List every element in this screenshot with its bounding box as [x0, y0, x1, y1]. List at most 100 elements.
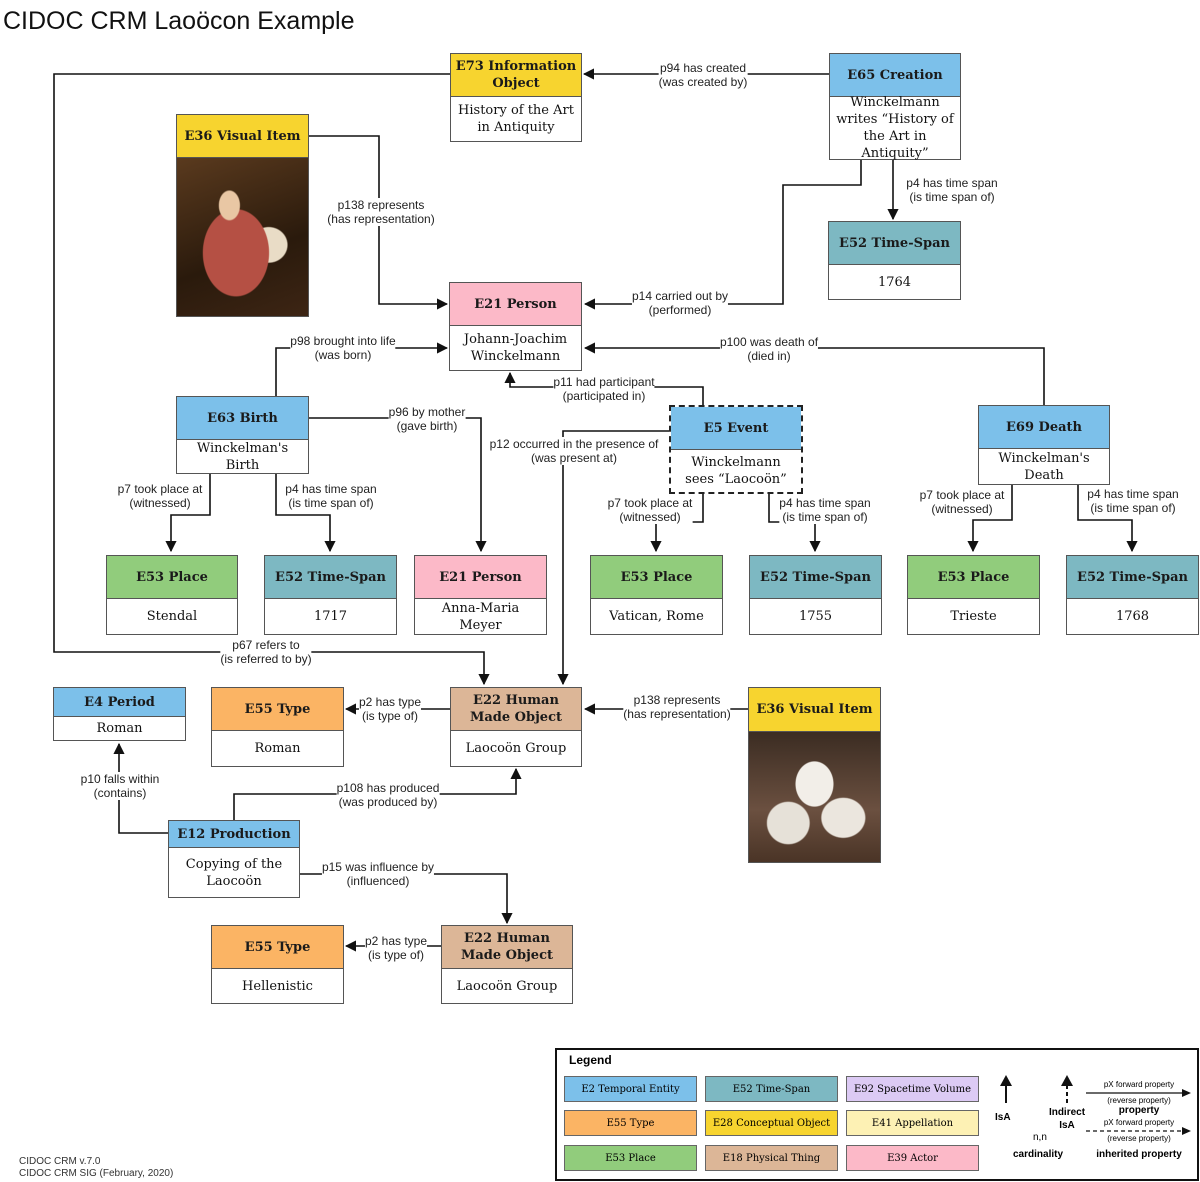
edge-label-p2b: p2 has type(is type of): [364, 934, 428, 962]
node-header: E21 Person: [415, 556, 546, 599]
node-body: History of the Art in Antiquity: [458, 103, 574, 135]
legend-item: E55 Type: [564, 1110, 697, 1136]
legend: Legend E2 Temporal Entity E52 Time-Span …: [555, 1048, 1199, 1181]
legend-rev: (reverse property): [1107, 1096, 1171, 1105]
node-e55-type-roman[interactable]: E55 Type Roman: [211, 687, 344, 767]
node-body: Laocoön Group: [456, 978, 558, 994]
node-e21-person-anna-maria-meyer[interactable]: E21 Person Anna-Maria Meyer: [414, 555, 547, 635]
legend-item: E92 Spacetime Volume: [846, 1076, 979, 1102]
node-e53-place-stendal[interactable]: E53 Place Stendal: [106, 555, 238, 635]
node-body: Winckelmann sees “Laocoön”: [685, 455, 787, 487]
node-e73-information-object[interactable]: E73 Information Object History of the Ar…: [450, 53, 582, 142]
legend-item: E41 Appellation: [846, 1110, 979, 1136]
node-e53-place-vatican[interactable]: E53 Place Vatican, Rome: [590, 555, 723, 635]
edge-label-p7e: p7 took place at(witnessed): [607, 496, 693, 524]
node-e55-type-hellenistic[interactable]: E55 Type Hellenistic: [211, 925, 344, 1004]
edge-p12: [557, 430, 669, 686]
node-e69-death[interactable]: E69 Death Winckelman's Death: [978, 405, 1110, 485]
node-e22-human-made-object-copy[interactable]: E22 Human Made Object Laocoön Group: [441, 925, 573, 1004]
edge-p14: [583, 160, 862, 310]
node-header: E22 Human Made Object: [442, 926, 572, 969]
node-header: E65 Creation: [830, 54, 960, 97]
node-e63-birth[interactable]: E63 Birth Winckelman's Birth: [176, 396, 309, 474]
legend-item: E2 Temporal Entity: [564, 1076, 697, 1102]
node-e53-place-trieste[interactable]: E53 Place Trieste: [907, 555, 1040, 635]
node-e52-time-span-1717[interactable]: E52 Time-Span 1717: [264, 555, 397, 635]
portrait-image: [177, 158, 308, 316]
edge-label-p7d: p7 took place at(witnessed): [919, 488, 1005, 516]
edge-label-p14: p14 carried out by(performed): [631, 289, 729, 317]
node-body: 1768: [1115, 609, 1150, 624]
indirect-isa-arrow-icon: [1061, 1075, 1073, 1103]
node-header: E55 Type: [212, 688, 343, 731]
node-e36-visual-item-statue[interactable]: E36 Visual Item: [748, 687, 881, 863]
edge-label-p4a: p4 has time span(is time span of): [906, 176, 998, 204]
node-body: Johann-Joachim Winckelmann: [463, 332, 568, 364]
statue-image: [749, 732, 880, 862]
node-body: Roman: [96, 721, 143, 736]
footer-sig: CIDOC CRM SIG (February, 2020): [19, 1168, 174, 1179]
node-e65-creation[interactable]: E65 Creation Winckelmann writes “History…: [829, 53, 961, 161]
legend-item: E53 Place: [564, 1145, 697, 1171]
node-body: 1755: [798, 609, 833, 624]
property-arrow-icon: [1086, 1089, 1191, 1097]
edge-label-p12: p12 occurred in the presence of(was pres…: [489, 437, 659, 465]
edge-label-p15: p15 was influence by(influenced): [321, 860, 435, 888]
legend-title: Legend: [569, 1053, 612, 1067]
node-e52-time-span-1764[interactable]: E52 Time-Span 1764: [828, 221, 961, 300]
edge-label-p4e: p4 has time span(is time span of): [779, 496, 871, 524]
edge-p67: [53, 73, 490, 686]
legend-fwd: pX forward property: [1103, 1080, 1175, 1089]
node-body: Winckelman's Birth: [196, 440, 289, 473]
node-e52-time-span-1768[interactable]: E52 Time-Span 1768: [1066, 555, 1199, 635]
edge-label-p10: p10 falls within(contains): [80, 772, 160, 800]
legend-item: E18 Physical Thing: [705, 1145, 838, 1171]
node-e5-event[interactable]: E5 Event Winckelmann sees “Laocoön”: [669, 405, 803, 494]
node-body: Trieste: [950, 609, 997, 624]
node-header: E52 Time-Span: [265, 556, 396, 599]
legend-isa: IsA: [995, 1112, 1011, 1123]
node-body: Laocoön Group: [465, 741, 567, 756]
legend-rev2: (reverse property): [1107, 1134, 1171, 1143]
node-body: Vatican, Rome: [609, 609, 704, 624]
edge-label-p7b: p7 took place at(witnessed): [117, 482, 203, 510]
legend-property: property: [1118, 1105, 1160, 1116]
node-header: E12 Production: [169, 821, 299, 848]
node-e21-person-winckelmann[interactable]: E21 Person Johann-Joachim Winckelmann: [449, 282, 582, 371]
node-e12-production[interactable]: E12 Production Copying of the Laocoön: [168, 820, 300, 898]
node-header: E53 Place: [908, 556, 1039, 599]
edge-label-p4b: p4 has time span(is time span of): [285, 482, 377, 510]
edge-label-p96: p96 by mother(gave birth): [388, 405, 466, 433]
edge-p4b: [275, 474, 336, 553]
edge-p96: [309, 417, 487, 553]
edge-label-p2a: p2 has type(is type of): [358, 695, 422, 723]
node-e4-period[interactable]: E4 Period Roman: [53, 687, 186, 741]
node-header: E22 Human Made Object: [451, 688, 581, 731]
edge-label-p138b: p138 represents(has representation): [623, 693, 731, 721]
legend-item: E28 Conceptual Object: [705, 1110, 838, 1136]
node-header: E4 Period: [54, 688, 185, 717]
edge-label-p138a: p138 represents(has representation): [327, 198, 435, 226]
node-header: E36 Visual Item: [177, 115, 308, 158]
edge-label-p98: p98 brought into life(was born): [290, 334, 396, 362]
node-header: E52 Time-Span: [829, 222, 960, 265]
edge-label-p11: p11 had participant(participated in): [553, 375, 655, 403]
legend-inherited: inherited property: [1096, 1149, 1182, 1160]
legend-indirect-isa: Indirect IsA: [1048, 1107, 1086, 1131]
node-header: E73 Information Object: [451, 54, 581, 97]
node-e22-human-made-object-laocoon[interactable]: E22 Human Made Object Laocoön Group: [450, 687, 582, 767]
page-title: CIDOC CRM Laoöcon Example: [3, 7, 355, 35]
footer-version: CIDOC CRM v.7.0: [19, 1156, 101, 1167]
node-header: E69 Death: [979, 406, 1109, 449]
node-body: Stendal: [146, 609, 198, 624]
node-header: E55 Type: [212, 926, 343, 969]
legend-cardinality: cardinality: [1013, 1149, 1064, 1160]
node-header: E52 Time-Span: [1067, 556, 1198, 599]
node-header: E53 Place: [107, 556, 237, 599]
node-e52-time-span-1755[interactable]: E52 Time-Span 1755: [749, 555, 882, 635]
node-body: Winckelman's Death: [998, 450, 1090, 483]
node-body: Anna-Maria Meyer: [441, 600, 520, 633]
node-e36-visual-item-portrait[interactable]: E36 Visual Item: [176, 114, 309, 317]
node-header: E21 Person: [450, 283, 581, 326]
node-body: 1764: [877, 274, 912, 290]
